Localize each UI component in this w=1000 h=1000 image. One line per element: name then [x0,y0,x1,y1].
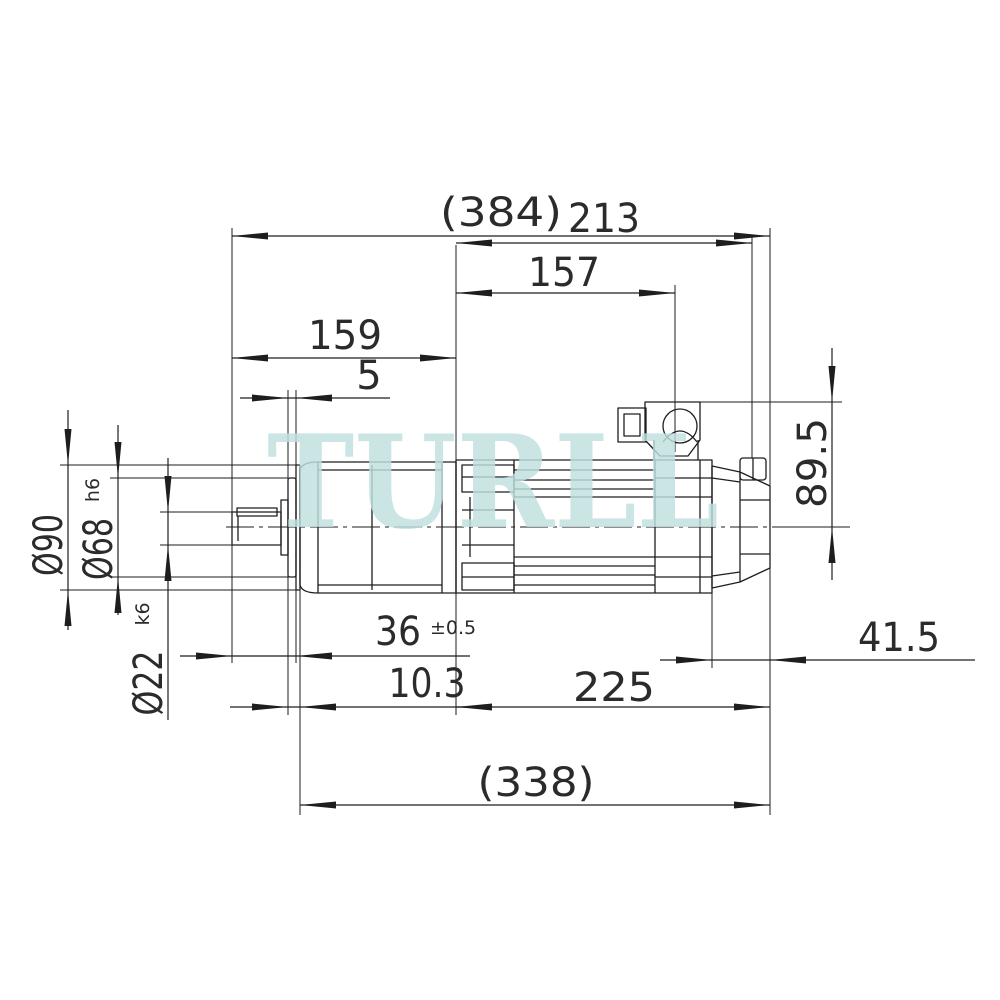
arrowhead [252,394,288,402]
connector-curve [662,430,698,443]
dimension-label: Ø68 [76,518,122,580]
dimension-label: 225 [573,665,655,711]
dimension-label: (338) [478,760,595,806]
arrowhead [734,801,770,809]
extension-lines-flange-diameter [60,464,296,591]
dimension-label: Ø90 [26,514,72,576]
dimension-flange-offset: 10.3 [230,661,470,711]
arrowhead [64,429,72,465]
dimension-gearbox-length: 159 [232,313,456,362]
arrowhead [296,394,332,402]
tolerance-label: k6 [132,602,154,625]
dimension-label: 89.5 [790,418,836,508]
gearbox-rim-lines [318,469,442,586]
brand-watermark: TURLL [267,408,719,558]
dimension-motor-body-length: 225 [456,665,770,711]
dimension-length-from-flange: (338) [300,760,770,809]
dimension-label: 41.5 [858,615,940,661]
cooling-fins-bottom [514,556,712,586]
extension-lines [60,228,848,815]
dimension-label: Ø22 [126,651,172,716]
arrowhead [828,527,836,563]
arrowhead [456,239,492,247]
dimension-total-length: (384) [232,190,770,240]
dimension-pilot-diameter: Ø68 h6 [76,425,122,615]
dimension-label: 36 [375,609,421,655]
arrowhead [64,590,72,626]
dimension-label: 157 [528,250,600,296]
cooling-fins-top [514,469,712,498]
dimension-pilot-step: 5 [240,353,390,402]
dimension-motor-length: 213 [456,196,752,247]
dimension-connector-offset: 157 [456,250,675,297]
tolerance-label: ±0.5 [430,617,476,639]
dimension-label: (384) [440,190,562,236]
arrowhead [114,442,122,478]
arrowhead [456,289,492,297]
connector-plug-inner [623,413,641,437]
arrowhead [300,801,336,809]
motor-rear-lines [655,477,712,578]
arrowhead [828,366,836,402]
arrowhead [770,656,806,664]
connector-socket [662,408,698,444]
dimension-label: 213 [568,196,640,242]
shaft-key [236,507,278,517]
connector-plug [617,407,647,443]
power-connector [617,401,701,460]
arrowhead [300,703,336,711]
arrowhead [296,652,332,660]
arrowhead [232,232,268,240]
arrowhead [252,703,288,711]
arrowhead [232,354,268,362]
dimension-label: 5 [356,353,381,399]
dimension-shaft-length: 36 ±0.5 [180,609,476,660]
dimension-label: 10.3 [389,661,466,707]
arrowhead [734,232,770,240]
arrowhead [164,476,172,512]
tolerance-label: h6 [82,478,104,502]
extension-lines-shaft-diameter [160,511,232,546]
dimension-label: 159 [308,313,382,359]
dimension-flange-diameter: Ø90 [26,410,72,630]
dimension-rear-cover-length: 41.5 [660,615,975,664]
arrowhead [420,354,456,362]
extension-lines-pilot-diameter [110,477,288,578]
arrowhead [716,239,752,247]
arrowhead [676,656,712,664]
arrowhead [164,545,172,581]
dimension-connector-height: 89.5 [790,348,836,580]
arrowhead [734,703,770,711]
dimension-shaft-diameter: Ø22 k6 [126,458,172,720]
arrowhead [639,289,675,297]
arrowhead [196,652,232,660]
arrowhead [114,577,122,613]
arrowhead [456,703,492,711]
